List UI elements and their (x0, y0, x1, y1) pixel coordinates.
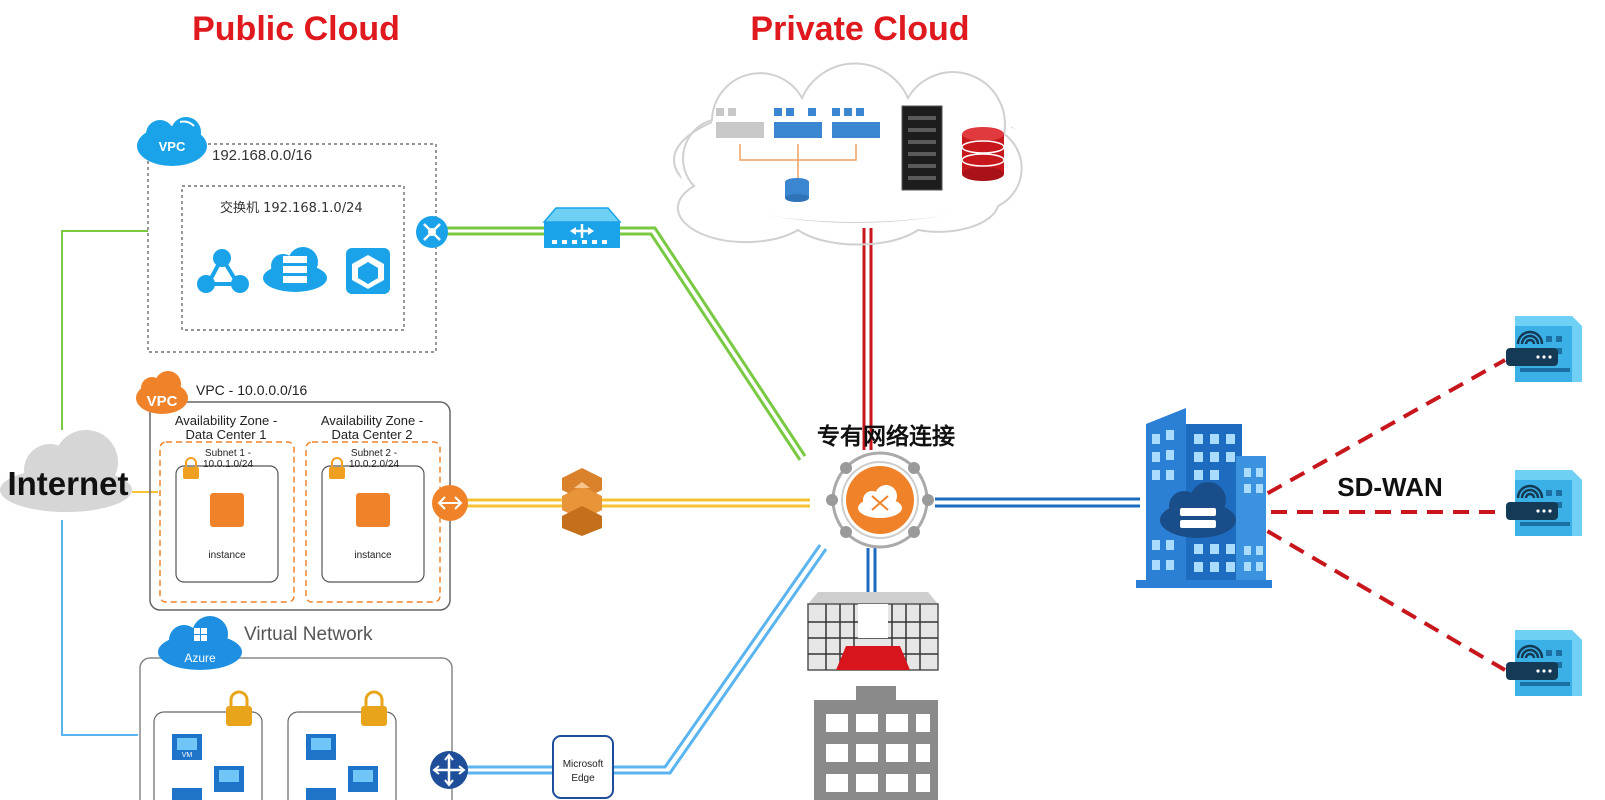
subnet2-lock-icon (329, 457, 345, 479)
aliyun-vpc-cidr: 192.168.0.0/16 (212, 147, 312, 164)
aliyun-switch-label: 交换机 192.168.1.0/24 (220, 200, 363, 216)
network-node-icon (197, 249, 249, 293)
branch-device-top (1506, 316, 1582, 382)
private-cloud-heading: Private Cloud (750, 10, 969, 48)
instance1-label: instance (208, 550, 246, 561)
azure-vnet: Azure Virtual Network VM (139, 616, 468, 800)
green-link (445, 226, 807, 457)
cloud-server-icon (263, 247, 327, 292)
subnet1-label-line2: 10.0.1.0/24 (203, 459, 253, 470)
edge-label-line2: Edge (571, 773, 595, 784)
hub-connection-icon[interactable] (826, 451, 934, 549)
instance1-icon (210, 493, 244, 527)
aliyun-vpc: VPC 192.168.0.0/16 交换机 192.168.1.0/24 (137, 117, 448, 353)
azure-vm-icon (172, 734, 378, 800)
lightblue-link (465, 544, 822, 769)
internet-cloud-icon (0, 430, 132, 512)
aws-gateway-icon (432, 485, 468, 521)
private-cloud (673, 42, 1042, 246)
aws-vpc-cloud-icon (136, 371, 188, 414)
internet-label: Internet (7, 465, 128, 502)
instance2-label: instance (354, 550, 392, 561)
tower-server-icon (901, 105, 943, 191)
azure-cloud-icon (158, 616, 242, 670)
aws-vpc: VPC VPC - 10.0.0.0/16 Availability Zone … (136, 371, 468, 611)
aws-vpc-badge: VPC (147, 393, 178, 410)
sdwan-link-top (1244, 358, 1506, 508)
subnet2-label-line1: Subnet 2 - (351, 448, 397, 459)
lightblue-link-2 (465, 548, 828, 775)
azure-badge: Azure (184, 651, 216, 665)
subnet1-label-line1: Subnet 1 - (205, 448, 251, 459)
az2-boundary (305, 441, 441, 603)
aliyun-vpc-boundary (147, 143, 437, 353)
azure-subnet1-lock-icon (226, 690, 252, 726)
branch-device-bottom (1506, 630, 1582, 696)
internet-blue-link (61, 520, 138, 736)
microsoft-edge-device: Microsoft Edge (552, 735, 614, 799)
instance2-icon (356, 493, 390, 527)
security-group-icon (346, 248, 390, 294)
office-building-icon (814, 686, 938, 800)
subnet1-lock-icon (183, 457, 199, 479)
aliyun-vpc-badge: VPC (159, 139, 186, 154)
sdwan-link-bottom (1243, 516, 1507, 672)
aws-direct-connect-icon (562, 468, 602, 536)
aliyun-gateway-icon (416, 216, 448, 248)
azure-vnet-title: Virtual Network (244, 624, 373, 645)
branch-device-middle (1506, 470, 1582, 536)
server-rack-icon (716, 108, 880, 180)
private-cloud-outline (676, 62, 1023, 246)
az2-label-line2: Data Center 2 (332, 427, 413, 442)
edge-label-line1: Microsoft (563, 759, 604, 770)
subnet2-label-line2: 10.0.2.0/24 (349, 459, 399, 470)
sdwan-label: SD-WAN (1337, 472, 1442, 502)
datacenter-icon (807, 592, 939, 671)
aws-vpc-cidr: VPC - 10.0.0.0/16 (196, 382, 308, 398)
az2-label-line1: Availability Zone - (321, 413, 423, 428)
public-cloud-heading: Public Cloud (192, 10, 400, 48)
az1-boundary (159, 441, 295, 603)
az1-label-line1: Availability Zone - (175, 413, 277, 428)
azure-subnet2-lock-icon (361, 690, 387, 726)
connection-lines (61, 226, 1507, 775)
azure-vnet-boundary (139, 657, 453, 800)
azure-vm-label: VM (182, 752, 193, 759)
az1-label-line2: Data Center 1 (186, 427, 267, 442)
internet-green-link (61, 230, 148, 430)
aliyun-switch-boundary (181, 185, 405, 331)
hq-cloud-gateway-icon (1160, 482, 1236, 538)
vpc-cloud-icon (137, 117, 207, 166)
azure-gateway-icon (430, 751, 468, 789)
hub-label: 专有网络连接 (817, 423, 955, 450)
storage-icon (785, 178, 809, 202)
hq-building-icon (1136, 408, 1272, 588)
database-icon (961, 127, 1005, 181)
green-link-2 (445, 232, 802, 461)
router-switch-icon (542, 207, 622, 248)
